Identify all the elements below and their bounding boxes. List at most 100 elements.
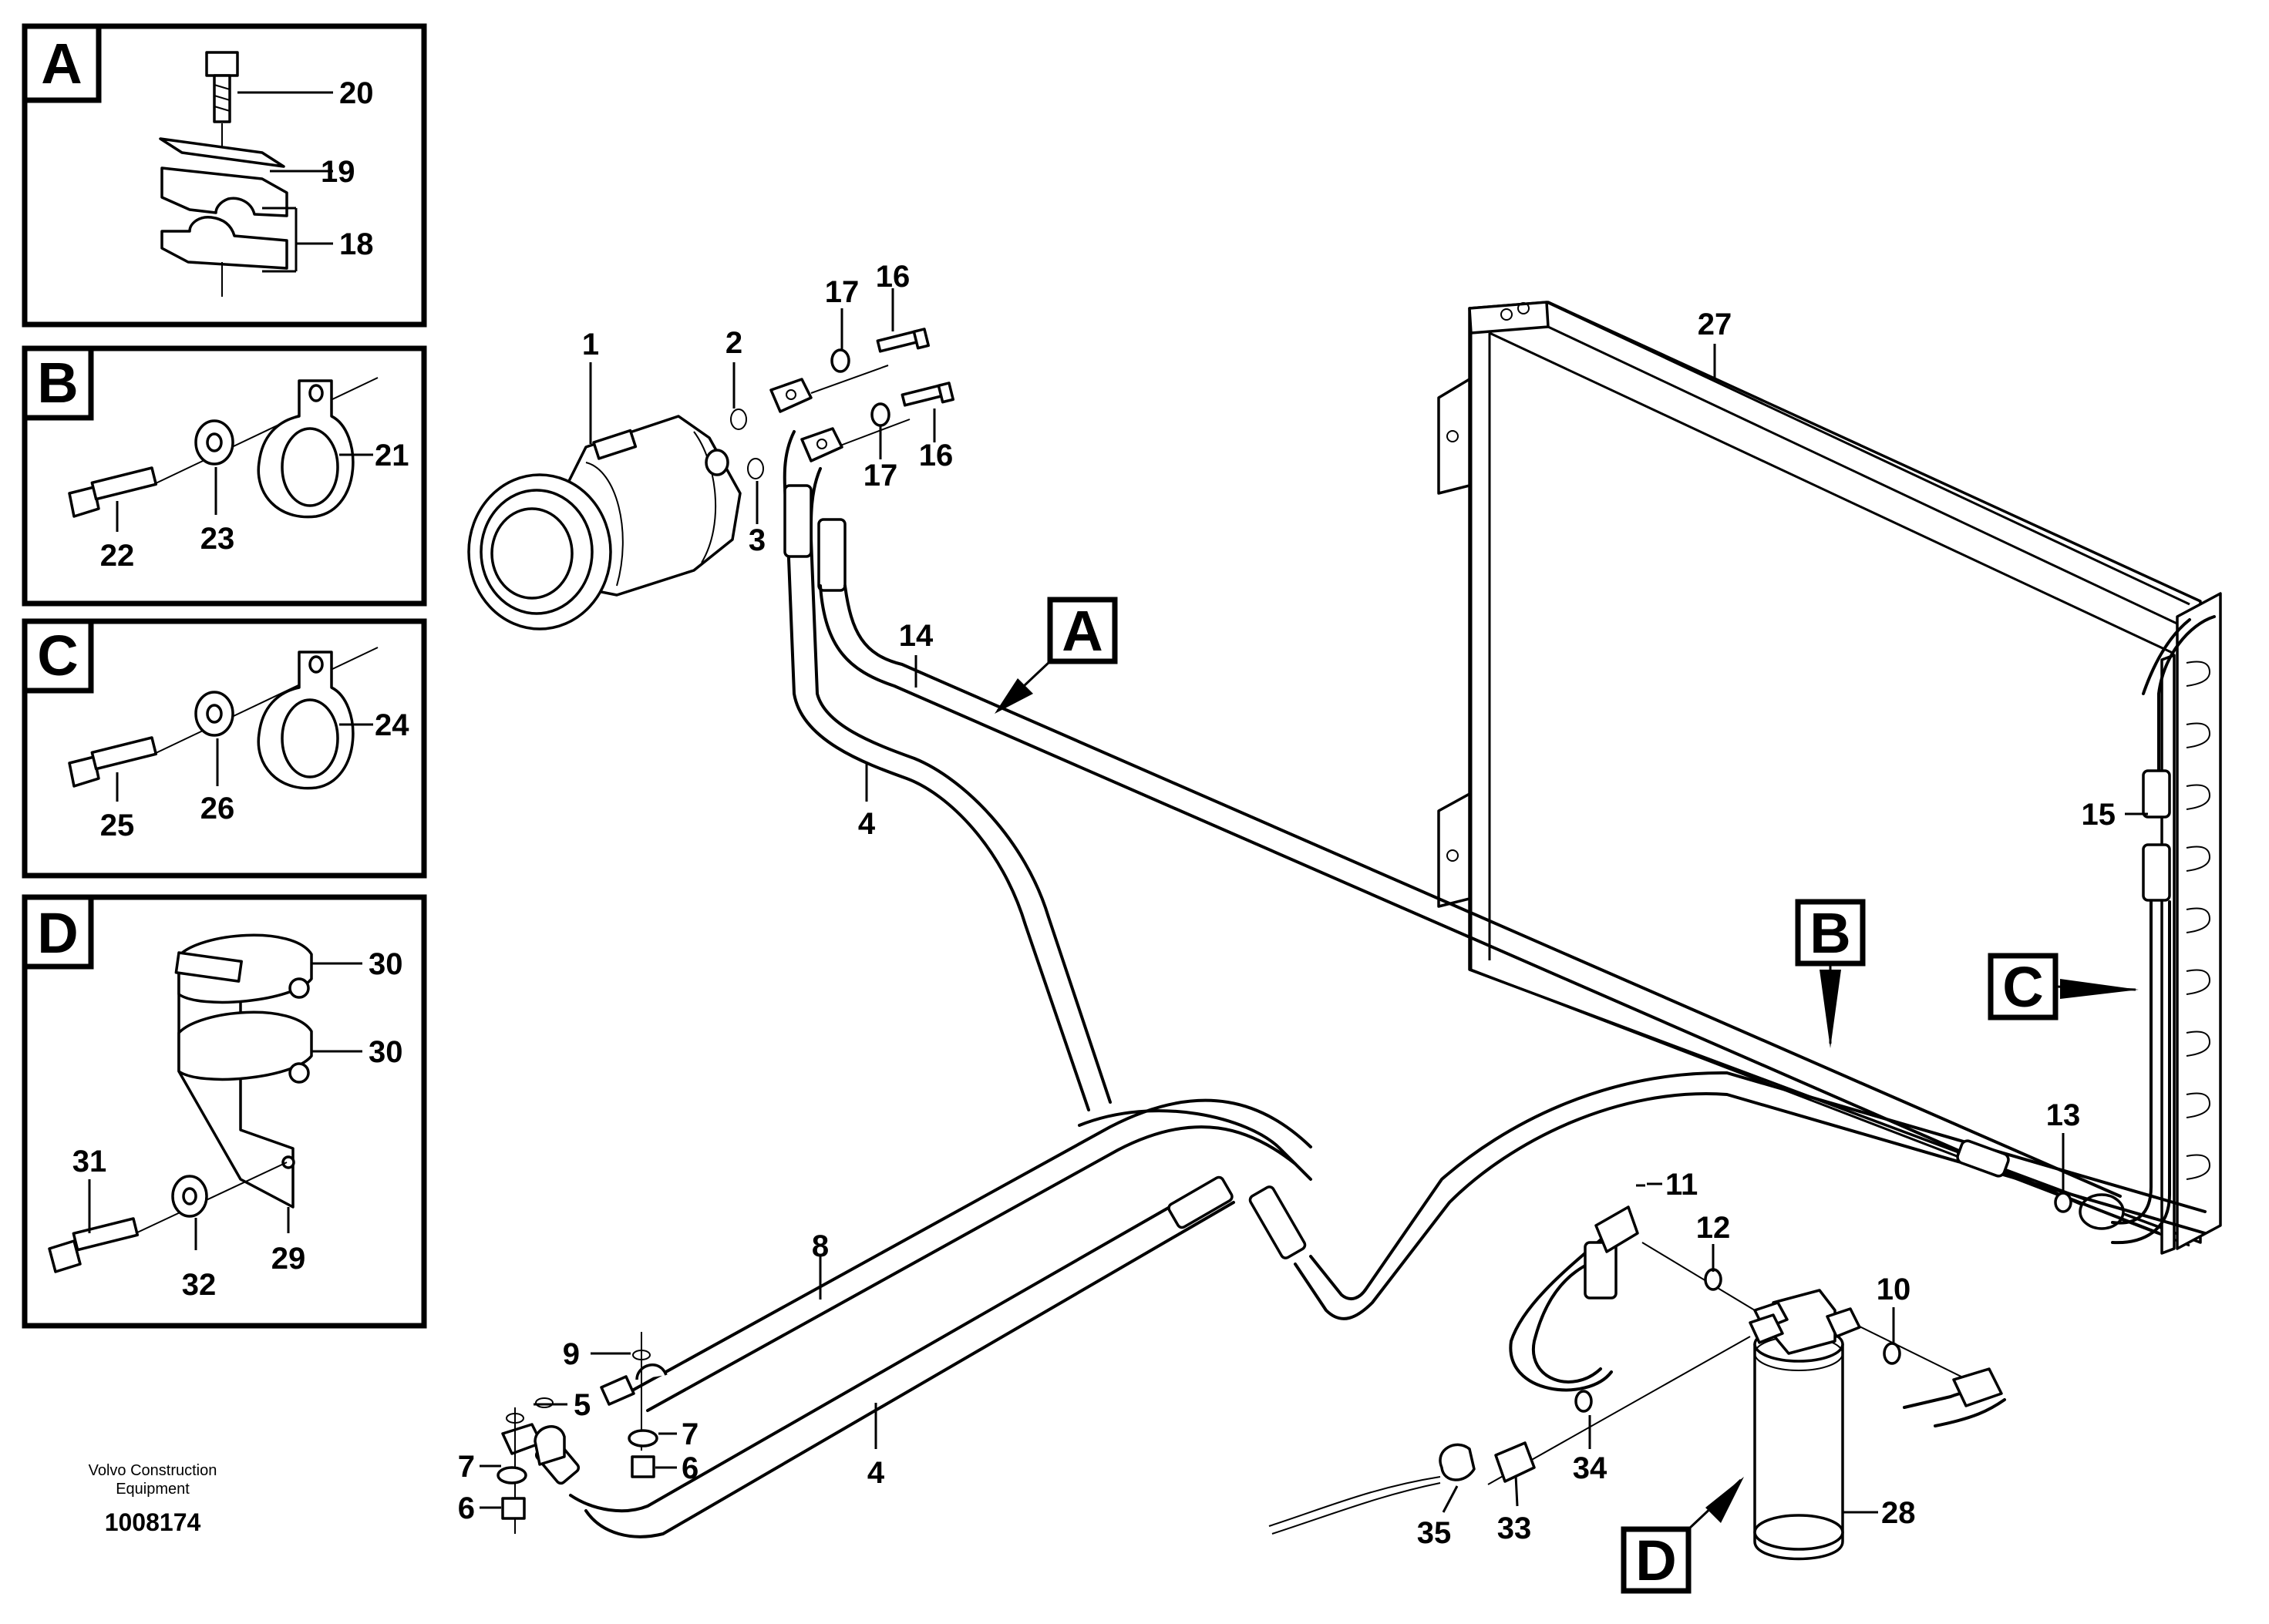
- compressor-icon: [467, 415, 742, 630]
- o-ring-icon: [747, 458, 764, 479]
- washer-icon: [628, 1429, 658, 1447]
- footer-company-line1: Volvo Construction: [89, 1462, 217, 1479]
- o-ring-icon: [535, 1397, 554, 1408]
- bracket-icon: [174, 933, 313, 1209]
- label-31: 31: [72, 1145, 107, 1178]
- o-ring-icon: [1704, 1268, 1722, 1291]
- hose-fitting-icon: [769, 378, 843, 462]
- label-17b: 17: [863, 459, 898, 493]
- screw-icon: [68, 466, 158, 518]
- label-25: 25: [100, 809, 135, 842]
- inset-a-letter: A: [41, 32, 82, 96]
- hose-ferrule-icon: [2142, 769, 2171, 819]
- hose-ferrule-icon: [1248, 1185, 1307, 1259]
- hose-4-lower: [584, 1201, 1235, 1538]
- label-26: 26: [200, 792, 235, 825]
- footer-company-line2: Equipment: [116, 1481, 190, 1498]
- label-10: 10: [1877, 1273, 1911, 1306]
- inset-b-letter: B: [37, 351, 78, 415]
- label-33: 33: [1497, 1511, 1532, 1545]
- lower-left-fittings: [497, 1332, 668, 1534]
- callout-b-letter: B: [1809, 901, 1850, 965]
- washer-icon: [194, 691, 234, 737]
- hose-8: [631, 1098, 1312, 1392]
- label-19: 19: [321, 155, 355, 189]
- footer-drawing-number: 1008174: [105, 1508, 201, 1536]
- elbow-fitting-icon: [1952, 1367, 2003, 1407]
- callout-c-letter: C: [2002, 955, 2043, 1019]
- inset-b-tag: [22, 345, 94, 421]
- bolt-icon: [48, 1217, 140, 1273]
- callout-c: C: [1988, 953, 2139, 1020]
- callout-a-letter: A: [1062, 599, 1103, 663]
- inset-c: C 24 25 26: [22, 618, 427, 879]
- washer-icon: [870, 402, 890, 427]
- o-ring-icon: [506, 1413, 524, 1424]
- hose-fitting-icon: [600, 1375, 635, 1406]
- label-23: 23: [200, 522, 235, 556]
- hose-15-upper: [2157, 615, 2216, 772]
- label-3: 3: [749, 523, 766, 557]
- clamp-plate-icon: [159, 137, 285, 168]
- fitting-13-icon: [1956, 1139, 2010, 1178]
- callout-b: B: [1795, 899, 1866, 1048]
- footer: Volvo Construction Equipment 1008174: [89, 1462, 217, 1536]
- inset-a-tag: [22, 23, 102, 103]
- arrow-icon: [2060, 979, 2139, 999]
- label-30a: 30: [369, 947, 403, 981]
- clamp-halves-icon: [160, 166, 288, 270]
- inset-d-letter: D: [37, 901, 78, 965]
- hose-ferrule-icon: [783, 484, 813, 558]
- label-17a: 17: [825, 275, 860, 309]
- inset-d: D 30 30 31 32 29: [22, 894, 427, 1329]
- screw-icon: [68, 736, 158, 788]
- arrow-icon: [1820, 970, 1841, 1048]
- label-24: 24: [375, 708, 409, 742]
- hose-loop-edge: [1509, 1232, 1613, 1392]
- arrow-icon: [1705, 1477, 1744, 1523]
- label-1: 1: [582, 328, 599, 361]
- hose-14: [819, 584, 2114, 1219]
- label-22: 22: [100, 539, 135, 573]
- label-11: 11: [1665, 1168, 1698, 1202]
- arrow-icon: [995, 678, 1033, 714]
- o-ring-icon: [1883, 1342, 1901, 1365]
- label-32: 32: [182, 1268, 217, 1302]
- label-21: 21: [375, 439, 409, 472]
- hose-4-lower-edge: [569, 1178, 1220, 1513]
- label-5: 5: [574, 1388, 591, 1422]
- nut-icon: [501, 1497, 526, 1520]
- inset-a-frame: [22, 23, 427, 328]
- label-18: 18: [339, 227, 374, 261]
- o-ring-icon: [730, 409, 747, 430]
- p-clamp-icon: [257, 379, 355, 519]
- pressure-switch-icon: [1439, 1390, 1593, 1483]
- label-9: 9: [563, 1337, 580, 1371]
- condenser: [1437, 301, 2222, 1255]
- washer-icon: [497, 1466, 527, 1484]
- inset-b: B 21 22 23: [22, 345, 427, 607]
- label-16b: 16: [919, 439, 954, 472]
- hose-4-edge: [809, 467, 1112, 1104]
- sensor-wire: [1271, 1482, 1441, 1535]
- label-12: 12: [1696, 1211, 1731, 1245]
- label-7a: 7: [458, 1450, 475, 1484]
- hose-15-upper-edge: [2142, 618, 2191, 695]
- hose-8-center: [1078, 1109, 1312, 1181]
- label-6b: 6: [682, 1451, 699, 1485]
- label-14: 14: [899, 619, 934, 653]
- label-6a: 6: [458, 1491, 475, 1525]
- callout-d: D: [1621, 1477, 1744, 1594]
- hose-ferrule-icon: [1584, 1241, 1618, 1300]
- hose-fitting-icon: [635, 1363, 668, 1380]
- label-4b: 4: [867, 1456, 885, 1490]
- hose-ferrule-icon: [1167, 1175, 1234, 1229]
- hose-fitting-icon: [534, 1425, 566, 1466]
- inset-d-tag: [22, 894, 94, 970]
- label-20: 20: [339, 76, 374, 110]
- label-2: 2: [725, 326, 742, 360]
- washer-icon: [194, 419, 234, 466]
- inset-c-frame: [22, 618, 427, 879]
- inset-c-letter: C: [37, 624, 78, 688]
